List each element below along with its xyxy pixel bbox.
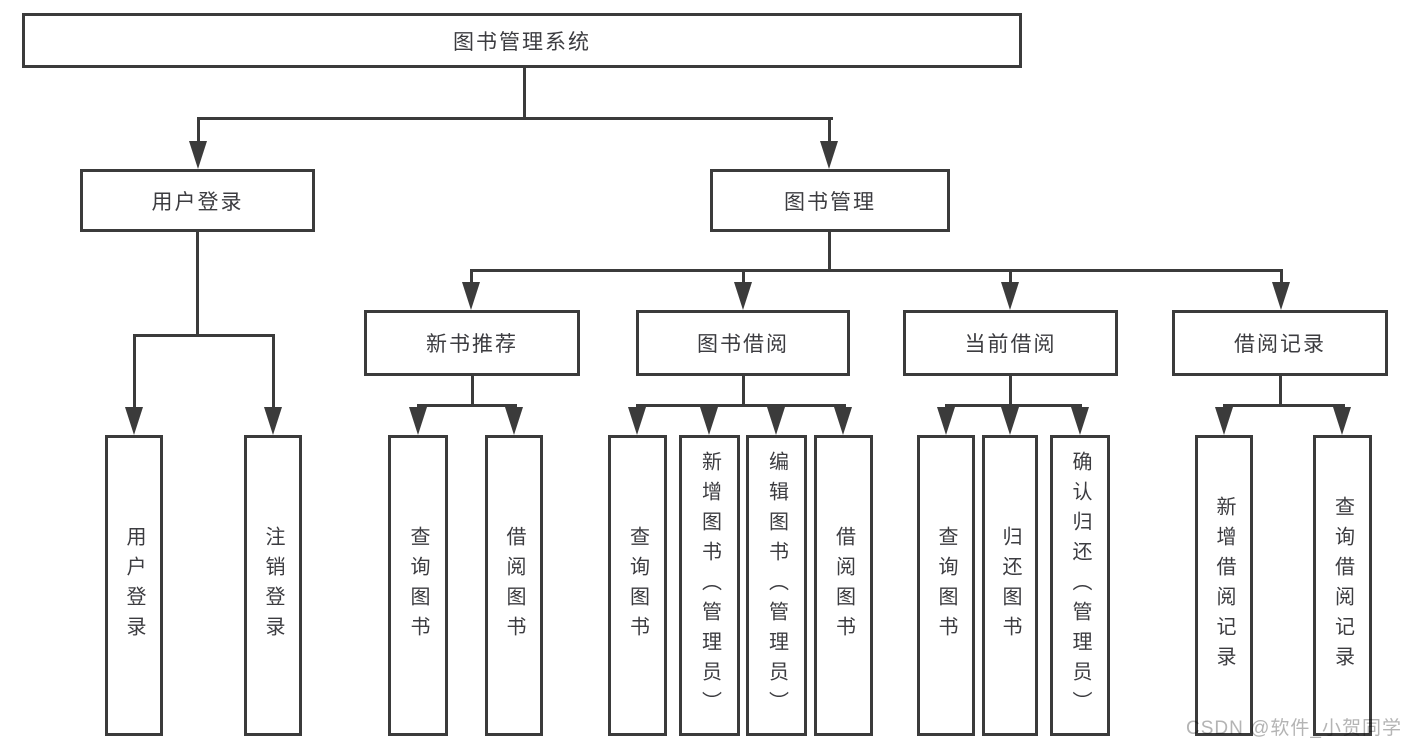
node-user-login: 用户登录: [80, 169, 315, 232]
node-root: 图书管理系统: [22, 13, 1022, 68]
arrow-down-icon: [264, 407, 282, 435]
arrow-down-icon: [1001, 282, 1019, 310]
connector-line: [132, 334, 275, 337]
connector-line: [416, 404, 517, 407]
node-leaf-borrow-book-2: 借阅图书: [814, 435, 873, 736]
node-book-borrow: 图书借阅: [636, 310, 850, 376]
node-borrow-records: 借阅记录: [1172, 310, 1388, 376]
arrow-down-icon: [937, 407, 955, 435]
connector-line: [635, 404, 846, 407]
connector-line: [1278, 376, 1282, 407]
connector-line: [195, 232, 199, 337]
node-leaf-add-borrow-record: 新增借阅记录: [1195, 435, 1253, 736]
arrow-down-icon: [462, 282, 480, 310]
node-leaf-return-book: 归还图书: [982, 435, 1038, 736]
connector-line: [271, 334, 275, 409]
node-new-book-recommend: 新书推荐: [364, 310, 580, 376]
connector-line: [1279, 269, 1283, 286]
connector-line: [741, 269, 745, 286]
arrow-down-icon: [700, 407, 718, 435]
node-leaf-add-book-admin: 新增图书（管理员）: [679, 435, 740, 736]
node-leaf-borrow-book-1: 借阅图书: [485, 435, 543, 736]
arrow-down-icon: [1272, 282, 1290, 310]
node-leaf-edit-book-admin: 编辑图书（管理员）: [746, 435, 807, 736]
arrow-down-icon: [628, 407, 646, 435]
connector-line: [469, 269, 473, 286]
connector-line: [132, 334, 136, 409]
arrow-down-icon: [1001, 407, 1019, 435]
arrow-down-icon: [1215, 407, 1233, 435]
arrow-down-icon: [734, 282, 752, 310]
arrow-down-icon: [820, 141, 838, 169]
arrow-down-icon: [1071, 407, 1089, 435]
connector-line: [1008, 269, 1012, 286]
connector-line: [1222, 404, 1345, 407]
watermark: CSDN @软件_小贺同学: [1186, 718, 1402, 739]
connector-line: [827, 232, 831, 272]
connector-line: [944, 404, 1082, 407]
arrow-down-icon: [505, 407, 523, 435]
connector-line: [470, 376, 474, 407]
node-leaf-query-book-3: 查询图书: [917, 435, 975, 736]
arrow-down-icon: [1333, 407, 1351, 435]
node-leaf-logout: 注销登录: [244, 435, 302, 736]
connector-line: [827, 117, 831, 149]
arrow-down-icon: [767, 407, 785, 435]
connector-line: [741, 376, 745, 407]
node-leaf-query-borrow-record: 查询借阅记录: [1313, 435, 1372, 736]
arrow-down-icon: [189, 141, 207, 169]
arrow-down-icon: [125, 407, 143, 435]
node-leaf-query-book-2: 查询图书: [608, 435, 667, 736]
node-leaf-confirm-return-admin: 确认归还（管理员）: [1050, 435, 1110, 736]
node-leaf-query-book-1: 查询图书: [388, 435, 448, 736]
node-book-management: 图书管理: [710, 169, 950, 232]
node-current-borrow: 当前借阅: [903, 310, 1118, 376]
arrow-down-icon: [834, 407, 852, 435]
connector-line: [469, 269, 1283, 272]
node-leaf-user-login: 用户登录: [105, 435, 163, 736]
connector-line: [1008, 376, 1012, 407]
connector-line: [196, 117, 200, 149]
arrow-down-icon: [409, 407, 427, 435]
connector-line: [522, 68, 526, 120]
connector-line: [196, 117, 833, 120]
